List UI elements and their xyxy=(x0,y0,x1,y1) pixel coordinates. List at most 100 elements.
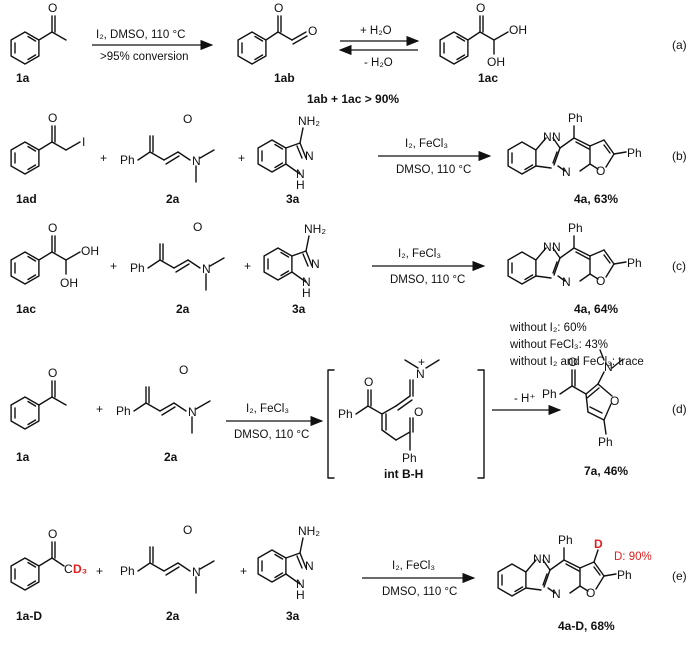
svg-text:Ph: Ph xyxy=(120,153,135,167)
deuterium-incorporation: D: 90% xyxy=(614,551,652,563)
product-4a-structure-c: Ph N N N O Ph xyxy=(507,221,642,289)
label-2a-e: 2a xyxy=(166,609,180,623)
tag-c: (c) xyxy=(672,259,686,273)
svg-text:O: O xyxy=(586,586,595,600)
svg-text:O: O xyxy=(183,523,192,537)
label-int-bh: int B-H xyxy=(384,467,423,481)
label-4a-c: 4a, 64% xyxy=(574,302,618,316)
row-e: O C D₃ + 1a-D Ph O N 2a + NH₂ N N H 3a I… xyxy=(10,523,687,633)
conditions-e-2: DMSO, 110 °C xyxy=(382,586,457,598)
row-b: O I 1ad + Ph O N 2a + NH₂ N N H 3a I₂, F… xyxy=(10,111,687,206)
conditions-a-1: I₂, DMSO, 110 °C xyxy=(96,29,185,41)
svg-text:O: O xyxy=(179,363,188,377)
label-2a-c: 2a xyxy=(176,302,190,316)
tag-b: (b) xyxy=(672,149,687,163)
label-2a-d: 2a xyxy=(164,450,178,464)
label-3a-e: 3a xyxy=(286,609,300,623)
tag-e: (e) xyxy=(672,569,687,583)
svg-text:N: N xyxy=(533,552,542,566)
svg-text:O: O xyxy=(274,1,283,15)
compound-1ad-structure: O I xyxy=(10,111,85,175)
note-c-1: without I₂: 60% xyxy=(509,322,587,334)
svg-text:O: O xyxy=(364,375,373,389)
compound-3a-structure: NH₂ N N H xyxy=(258,114,320,192)
label-1ac: 1ac xyxy=(478,71,498,85)
svg-text:O: O xyxy=(414,405,423,419)
conditions-d-1: I₂, FeCl₃ xyxy=(246,403,289,415)
conditions-b-2: DMSO, 110 °C xyxy=(396,164,471,176)
svg-text:N: N xyxy=(604,360,613,374)
svg-text:I: I xyxy=(82,135,85,149)
svg-text:O: O xyxy=(183,112,192,126)
conditions-a-2: >95% conversion xyxy=(100,51,189,63)
svg-text:N: N xyxy=(562,275,571,289)
svg-text:+: + xyxy=(244,259,251,273)
svg-text:Ph: Ph xyxy=(338,407,353,421)
svg-text:Ph: Ph xyxy=(542,387,557,401)
label-1ad: 1ad xyxy=(16,192,37,206)
product-4a-d-structure: Ph N N N O Ph D xyxy=(497,533,632,601)
conditions-d-2: DMSO, 110 °C xyxy=(234,429,309,441)
svg-text:H: H xyxy=(296,178,305,192)
svg-text:Ph: Ph xyxy=(558,533,573,547)
note-c-3: without I₂ and FeCl₃: trace xyxy=(509,356,644,368)
equilibrium-bottom: - H₂O xyxy=(364,57,393,69)
compound-3a-structure-e: NH₂ N N H xyxy=(258,524,320,602)
label-1a-d: 1a xyxy=(16,450,30,464)
svg-text:N: N xyxy=(296,167,305,181)
svg-text:O: O xyxy=(308,24,317,38)
compound-2a-structure-c: Ph O N xyxy=(130,220,225,291)
svg-text:NH₂: NH₂ xyxy=(304,222,326,236)
svg-text:O: O xyxy=(48,366,57,380)
svg-text:Ph: Ph xyxy=(116,404,131,418)
compound-1a-structure-d: O xyxy=(10,366,67,430)
conditions-c-1: I₂, FeCl₃ xyxy=(398,248,441,260)
label-1a-d-compound: 1a-D xyxy=(16,609,42,623)
svg-text:+: + xyxy=(110,259,117,273)
svg-text:NH₂: NH₂ xyxy=(298,524,320,538)
svg-text:N: N xyxy=(552,240,561,254)
intermediate-int-bh-structure: Ph O N + O Ph xyxy=(338,355,440,465)
label-7a: 7a, 46% xyxy=(584,464,628,478)
svg-text:O: O xyxy=(568,355,577,369)
svg-text:O: O xyxy=(476,1,485,15)
svg-text:N: N xyxy=(188,405,197,419)
row-a: O 1a I₂, DMSO, 110 °C >95% conversion O … xyxy=(10,1,687,106)
svg-text:NH₂: NH₂ xyxy=(298,114,320,128)
label-4a-d: 4a-D, 68% xyxy=(558,619,615,633)
compound-2a-structure-e: Ph O N xyxy=(120,523,215,594)
svg-text:OH: OH xyxy=(487,55,505,69)
svg-text:N: N xyxy=(296,577,305,591)
svg-text:N: N xyxy=(543,130,552,144)
svg-text:N: N xyxy=(552,130,561,144)
compound-1ab-structure: O O xyxy=(237,1,317,65)
svg-text:+: + xyxy=(100,151,107,165)
label-3a: 3a xyxy=(286,192,300,206)
svg-text:O: O xyxy=(193,220,202,234)
svg-text:+: + xyxy=(96,564,103,578)
svg-text:Ph: Ph xyxy=(568,221,583,235)
label-1ac-c: 1ac xyxy=(16,302,36,316)
svg-text:Ph: Ph xyxy=(627,256,642,270)
product-7a-structure: Ph O N O Ph xyxy=(542,349,623,449)
label-3a-c: 3a xyxy=(292,302,306,316)
compound-1ac-structure-c: O OH OH xyxy=(10,221,99,290)
conditions-c-2: DMSO, 110 °C xyxy=(390,274,465,286)
svg-text:N: N xyxy=(202,262,211,276)
svg-text:O: O xyxy=(596,164,605,178)
compound-2a-structure: Ph O N xyxy=(120,112,215,183)
label-2a: 2a xyxy=(166,192,180,206)
svg-text:N: N xyxy=(416,367,425,381)
svg-text:N: N xyxy=(302,275,311,289)
svg-text:N: N xyxy=(562,165,571,179)
svg-text:N: N xyxy=(543,240,552,254)
conditions-b-1: I₂, FeCl₃ xyxy=(405,138,448,150)
svg-text:N: N xyxy=(542,552,551,566)
svg-text:H: H xyxy=(296,588,305,602)
svg-text:O: O xyxy=(48,527,57,541)
summary-a: 1ab + 1ac > 90% xyxy=(307,92,399,106)
svg-text:N: N xyxy=(305,149,314,163)
svg-text:Ph: Ph xyxy=(627,146,642,160)
deuterium-label: D₃ xyxy=(73,562,87,576)
